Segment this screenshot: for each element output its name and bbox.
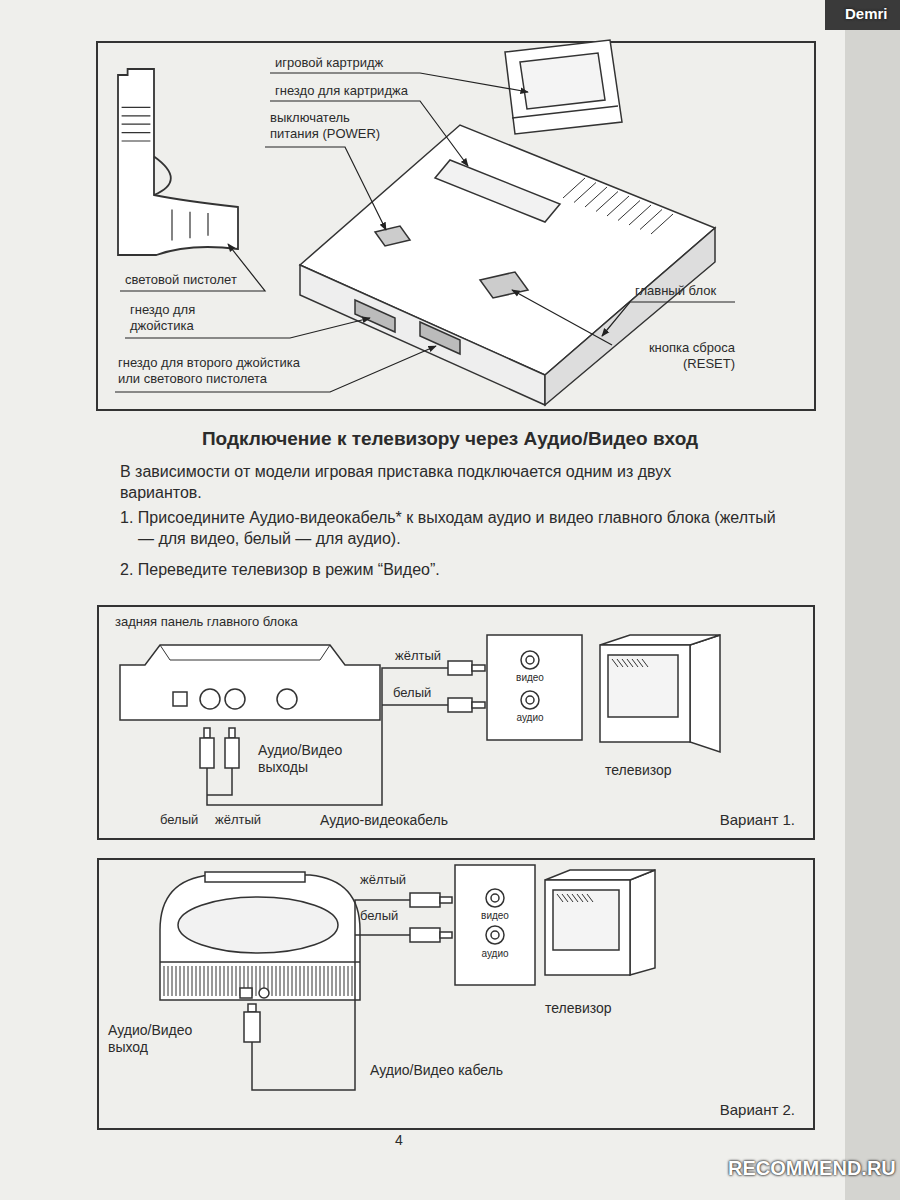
jack-label: аудио <box>510 712 550 724</box>
wire-colour: белый <box>160 812 198 828</box>
cable-label: Аудио-видеокабель <box>320 812 448 829</box>
joystick-port <box>420 322 460 354</box>
television-2 <box>545 870 655 975</box>
game-cartridge <box>505 40 622 134</box>
device-label: телевизор <box>545 1000 612 1017</box>
av-cable-2 <box>252 900 410 1090</box>
part-label: гнездо для джойстика <box>130 302 245 333</box>
watermark: Demri <box>845 5 888 23</box>
part-label: световой пистолет <box>125 272 237 288</box>
page-number: 4 <box>395 1132 403 1149</box>
variant-panel: Вариант 2. <box>97 858 815 1130</box>
leader-line <box>115 73 735 392</box>
wire-colour: жёлтый <box>215 812 261 828</box>
step-text: 2. Переведите телевизор в режим “Видео”. <box>120 560 778 581</box>
joystick-port <box>355 300 395 332</box>
variant-caption: Вариант 2. <box>720 1101 795 1118</box>
section-heading: Подключение к телевизору через Аудио/Вид… <box>0 428 900 451</box>
main-unit <box>300 125 715 405</box>
jack-label: аудио <box>475 948 515 960</box>
reset-button <box>480 272 528 298</box>
variant-caption: Вариант 1. <box>720 811 795 828</box>
part-label: выключатель питания (POWER) <box>270 110 385 141</box>
panel-caption: задняя панель главного блока <box>115 614 298 630</box>
rca-plug <box>200 661 485 768</box>
main-unit-rear <box>120 645 380 720</box>
part-label: гнездо для второго джойстика или светово… <box>118 355 323 386</box>
corner-shadow <box>825 0 900 30</box>
connector-label: Аудио/Видео выходы <box>258 742 348 776</box>
body-text: В зависимости от модели игровая приставк… <box>120 462 740 504</box>
page-edge <box>845 0 900 1200</box>
part-label: главный блок <box>635 283 716 299</box>
cartridge-slot <box>435 160 560 222</box>
wire-colour: жёлтый <box>395 648 441 664</box>
tv-input-panel <box>487 635 582 740</box>
watermark: RECOMMEND.RU <box>728 1156 896 1180</box>
jack-label: видео <box>475 910 515 922</box>
wire-colour: жёлтый <box>360 872 406 888</box>
part-label: игровой картридж <box>275 55 383 71</box>
device-label: телевизор <box>605 762 672 779</box>
wire-colour: белый <box>360 908 398 924</box>
figure-frame <box>97 42 815 410</box>
light-gun <box>118 69 238 255</box>
jack-label: видео <box>510 672 550 684</box>
part-label: кнопка сброса (RESET) <box>615 340 735 371</box>
connector-label: Аудио/Видео выход <box>108 1022 208 1056</box>
television <box>600 635 720 752</box>
main-unit-2 <box>160 872 360 1000</box>
variant-panel: Вариант 1. <box>97 605 815 840</box>
part-label: гнездо для картриджа <box>275 83 408 99</box>
cable-label: Аудио/Видео кабель <box>370 1062 503 1079</box>
tv-input-panel-2 <box>455 865 535 985</box>
av-plug <box>244 893 452 1042</box>
step-text: 1. Присоедините Аудио-видеокабель* к вых… <box>120 508 778 550</box>
av-cable <box>207 668 448 805</box>
power-switch <box>375 226 410 246</box>
wire-colour: белый <box>393 685 431 701</box>
